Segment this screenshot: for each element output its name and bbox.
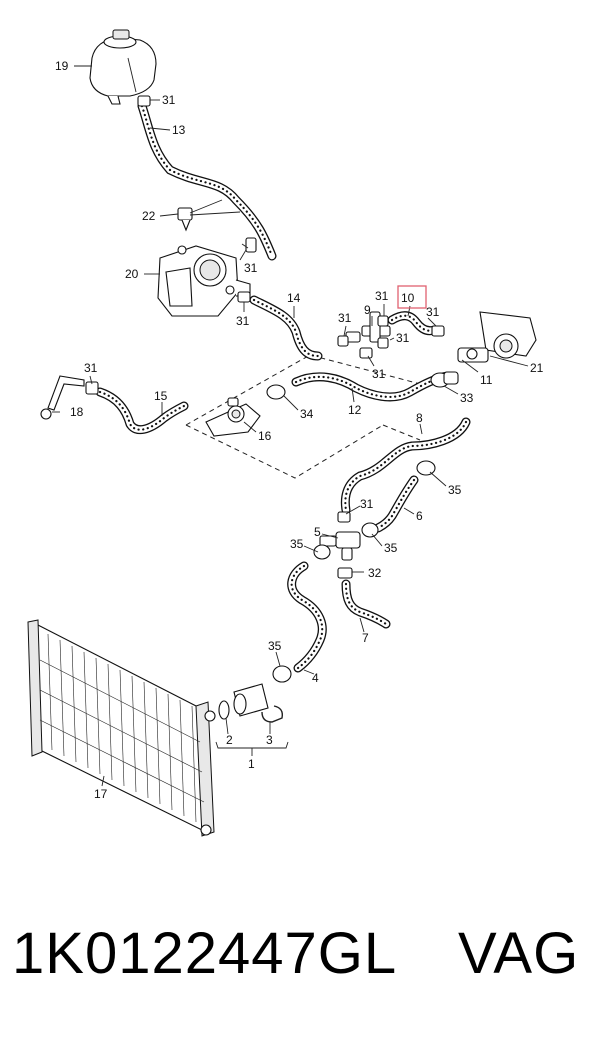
callout-35: 35 <box>290 537 304 551</box>
hose-clip-32 <box>337 567 353 579</box>
hose-10 <box>387 311 439 336</box>
hose-7 <box>341 579 391 629</box>
callout-31: 31 <box>372 367 386 381</box>
hose-8 <box>340 417 471 515</box>
callout-31: 31 <box>236 314 250 328</box>
hose-clip-35 <box>361 522 379 538</box>
hose-clip-35 <box>313 544 331 560</box>
callout-31: 31 <box>338 311 352 325</box>
connector-2 <box>218 683 269 720</box>
brand-name: VAG <box>458 921 580 986</box>
callout-22: 22 <box>142 209 156 223</box>
callout-33: 33 <box>460 391 474 405</box>
connector-11 <box>457 347 489 363</box>
hose-clip <box>337 335 349 347</box>
callout-34: 34 <box>300 407 314 421</box>
hose-15 <box>95 387 189 435</box>
hose-clip-35 <box>416 460 436 476</box>
callout-31: 31 <box>375 289 389 303</box>
callout-8: 8 <box>416 411 423 425</box>
callout-1: 1 <box>248 757 255 771</box>
hose-clip <box>337 511 351 523</box>
callout-4: 4 <box>312 671 319 685</box>
hose-clip <box>137 95 151 107</box>
hose-clip <box>359 347 373 359</box>
leader-lines <box>52 65 529 787</box>
callout-31: 31 <box>360 497 374 511</box>
callout-16: 16 <box>258 429 272 443</box>
callout-3: 3 <box>266 733 273 747</box>
callout-13: 13 <box>172 123 186 137</box>
callout-35: 35 <box>268 639 282 653</box>
callout-12: 12 <box>348 403 362 417</box>
coolant-flange-16 <box>205 397 261 437</box>
callout-21: 21 <box>530 361 544 375</box>
callout-19: 19 <box>55 59 69 73</box>
hose-clip <box>245 237 257 253</box>
hose-clip <box>237 291 251 303</box>
hose-clip-35 <box>272 665 292 683</box>
callout-7: 7 <box>362 631 369 645</box>
callout-9: 9 <box>364 303 371 317</box>
hose-clip <box>85 381 99 395</box>
hose-clip-33 <box>430 371 459 388</box>
callout-35: 35 <box>384 541 398 555</box>
t-piece-9 <box>345 311 391 343</box>
hose-clip-34 <box>266 384 286 400</box>
callout-6: 6 <box>416 509 423 523</box>
callout-31: 31 <box>244 261 258 275</box>
clip-22 <box>177 207 193 232</box>
callout-18: 18 <box>70 405 84 419</box>
clip-3 <box>261 705 284 723</box>
heater-valve-21 <box>479 311 537 359</box>
callout-17: 17 <box>94 787 108 801</box>
coolant-hose-diagram: 19 31 13 22 31 20 31 14 31 31 10 9 31 31… <box>27 29 544 837</box>
callout-14: 14 <box>287 291 301 305</box>
thermostat-housing <box>157 245 251 317</box>
callout-32: 32 <box>368 566 382 580</box>
callout-10: 10 <box>401 291 415 305</box>
subassembly-frame <box>185 354 429 479</box>
hose-14 <box>249 295 323 361</box>
callout-31: 31 <box>396 331 410 345</box>
callout-15: 15 <box>154 389 168 403</box>
callout-31: 31 <box>426 305 440 319</box>
radiator-17 <box>27 619 216 837</box>
callout-20: 20 <box>125 267 139 281</box>
hose-clip <box>377 315 389 327</box>
highlight-box <box>397 285 427 309</box>
bracket-18 <box>40 375 85 420</box>
callout-31: 31 <box>162 93 176 107</box>
callout-labels: 19 31 13 22 31 20 31 14 31 31 10 9 31 31… <box>55 59 544 801</box>
callout-11: 11 <box>480 373 493 387</box>
connector-5 <box>319 531 361 561</box>
part-number: 1K0122447GL <box>12 921 398 986</box>
callout-2: 2 <box>226 733 233 747</box>
hose-6 <box>373 475 419 533</box>
expansion-tank <box>89 29 157 105</box>
hose-clip <box>377 337 389 349</box>
hose-13 <box>137 101 277 261</box>
hose-clip <box>431 325 445 337</box>
hose-4 <box>287 561 327 673</box>
callout-35: 35 <box>448 483 462 497</box>
callout-5: 5 <box>314 525 321 539</box>
hose-12 <box>291 371 453 402</box>
callout-31: 31 <box>84 361 98 375</box>
